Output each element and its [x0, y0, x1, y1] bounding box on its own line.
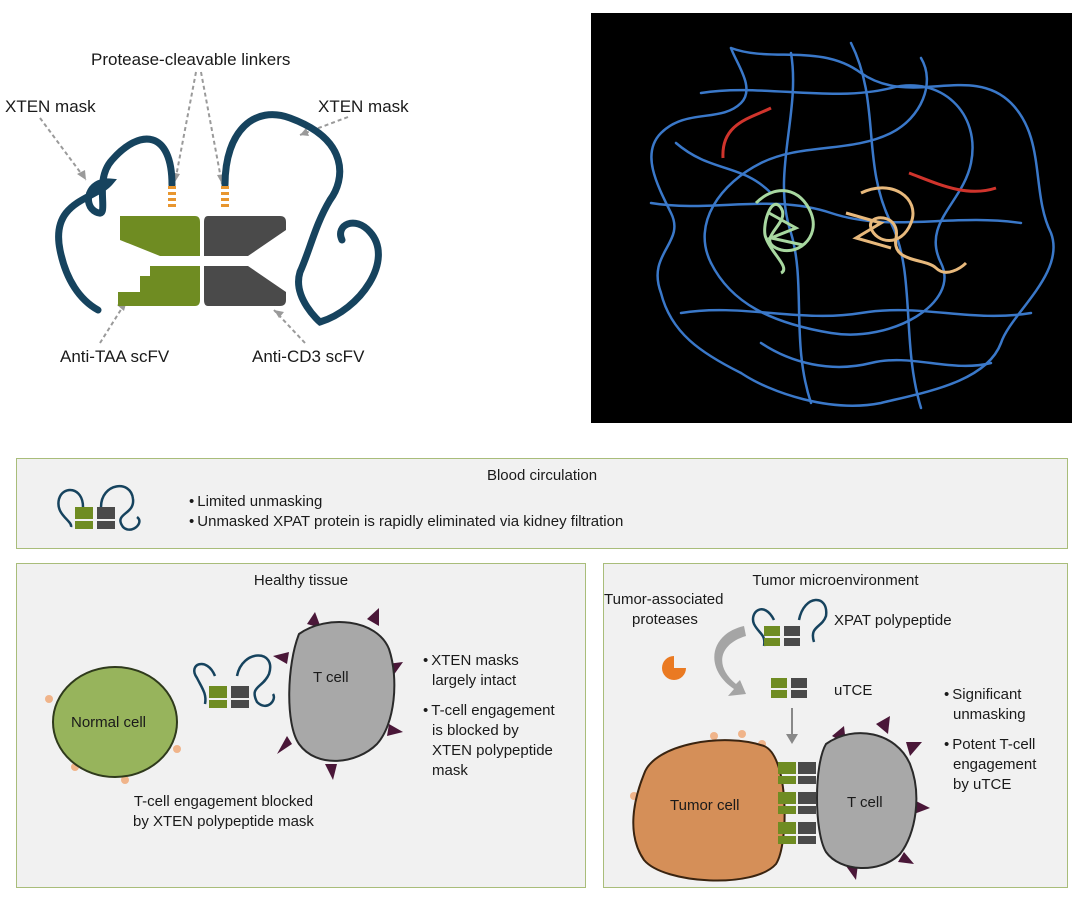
healthy-tissue-panel: Healthy tissue Normal cell T cell T-cell…	[16, 563, 586, 888]
protease-linkers-label: Protease-cleavable linkers	[91, 50, 291, 69]
blood-bullet-1: •Limited unmasking	[189, 493, 323, 510]
normal-cell-label: Normal cell	[71, 714, 147, 731]
blood-circulation-title: Blood circulation	[486, 467, 598, 484]
blood-circulation-panel: Blood circulation •Limited unmasking •Un…	[16, 458, 1068, 549]
protein-structure-render	[591, 13, 1072, 423]
tumor-microenvironment-title: Tumor microenvironment	[752, 572, 919, 589]
xpat-molecule-svg	[39, 71, 382, 344]
engaged-utce	[778, 762, 816, 844]
healthy-tissue-title: Healthy tissue	[253, 572, 349, 589]
xpat-polypeptide-label: XPAT polypeptide	[834, 612, 952, 629]
tumor-bullet-1: •Significant unmasking	[944, 686, 1026, 723]
xten-chains	[649, 41, 1055, 410]
healthy-illustration	[45, 608, 403, 784]
anti-cd3-scfv	[204, 216, 286, 306]
t-cell-spikes	[273, 608, 403, 780]
normal-cell	[52, 666, 178, 778]
tumor-proteases-label: Tumor-associated proteases	[604, 591, 724, 628]
tumor-illustration	[630, 598, 930, 882]
healthy-bullet-2: •T-cell engagement is blocked by XTEN po…	[423, 702, 555, 779]
anti-cd3-label: Anti-CD3 scFV	[252, 347, 365, 366]
anti-cd3-domain	[845, 186, 968, 274]
structure-svg	[649, 41, 1055, 410]
tumor-cell-label: Tumor cell	[670, 797, 740, 814]
anti-taa-scfv	[118, 216, 200, 306]
cleavage-arrow	[714, 626, 746, 696]
xten-mask-right-label: XTEN mask	[318, 97, 409, 116]
healthy-caption: T-cell engagement blocked by XTEN polype…	[133, 793, 314, 830]
healthy-t-cell-label: T cell	[313, 669, 349, 686]
xten-mask-strands	[55, 111, 382, 326]
healthy-bullet-1: •XTEN masks largely intact	[423, 652, 519, 689]
utce-label: uTCE	[834, 682, 873, 699]
protease-icon	[662, 656, 686, 680]
tumor-microenvironment-panel: Tumor microenvironment Tumor-associated …	[603, 563, 1068, 888]
blood-bullet-2: •Unmasked XPAT protein is rapidly elimin…	[189, 513, 624, 530]
tumor-bullet-2: •Potent T-cell engagement by uTCE	[944, 736, 1037, 793]
cleavage-sites	[721, 106, 997, 193]
anti-taa-label: Anti-TAA scFV	[60, 347, 170, 366]
tumor-t-cell	[816, 732, 918, 869]
anti-taa-domain	[754, 189, 815, 275]
tumor-t-cell-label: T cell	[847, 794, 883, 811]
xpat-icon	[57, 484, 141, 531]
xten-mask-left-label: XTEN mask	[5, 97, 96, 116]
tumor-cell	[632, 739, 786, 882]
protease-linkers	[168, 186, 229, 207]
t-cell	[288, 621, 396, 762]
